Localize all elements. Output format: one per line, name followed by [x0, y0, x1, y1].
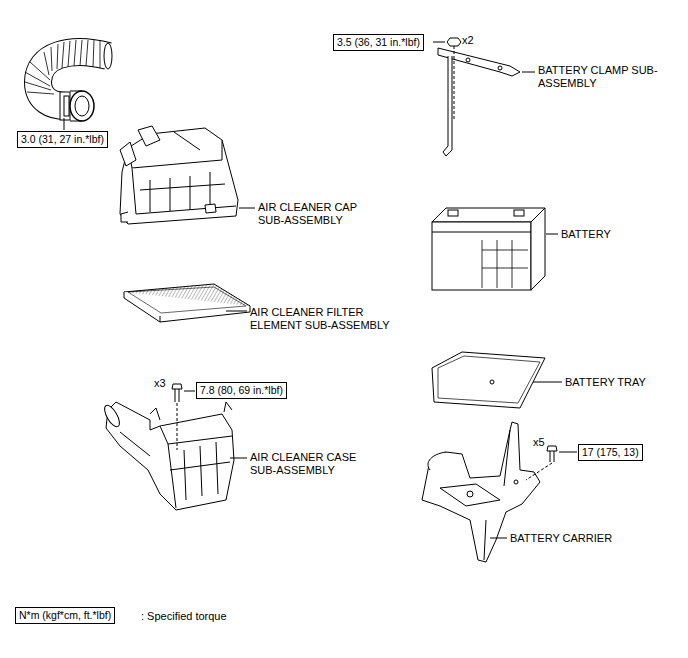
quantity-label: x2: [462, 34, 474, 47]
part-name: BATTERY CARRIER: [510, 532, 612, 545]
part-name: BATTERY: [561, 228, 611, 241]
part-name: AIR CLEANER FILTER ELEMENT SUB-ASSEMBLY: [250, 306, 410, 332]
filter-element: [124, 284, 250, 322]
part-name: BATTERY CLAMP SUB-ASSEMBLY: [538, 64, 658, 90]
torque-box: 3.0 (31, 27 in.*lbf): [17, 131, 108, 148]
intake-hose: [25, 40, 112, 121]
leader-line: [184, 391, 195, 392]
bolt: [526, 446, 557, 480]
battery-clamp: [438, 48, 520, 156]
air-cleaner-cap: [120, 126, 238, 224]
leader-line: [559, 452, 577, 453]
leader-line: [490, 538, 507, 539]
leader-line: [533, 382, 562, 383]
nut: [447, 38, 461, 120]
torque-box: 3.5 (36, 31 in.*lbf): [333, 34, 424, 51]
torque-value: 7.8 (80, 69 in.*lbf): [200, 384, 283, 397]
part-name: AIR CLEANER CASE SUB-ASSEMBLY: [250, 451, 382, 477]
part-name: BATTERY TRAY: [565, 376, 646, 389]
torque-box: 7.8 (80, 69 in.*lbf): [196, 382, 287, 399]
quantity-label: x3: [154, 377, 166, 390]
battery-tray: [432, 352, 545, 408]
torque-value: 17 (175, 13): [582, 446, 639, 459]
quantity-label: x5: [533, 436, 545, 449]
air-cleaner-case: [102, 402, 234, 510]
leader-line: [226, 311, 247, 312]
legend-text: : Specified torque: [141, 610, 227, 623]
leader-line: [546, 234, 558, 235]
leader-line: [433, 42, 445, 43]
torque-box: N*m (kgf*cm, ft.*lbf): [15, 607, 115, 624]
torque-value: N*m (kgf*cm, ft.*lbf): [19, 609, 111, 622]
leader-line: [239, 208, 255, 209]
torque-value: 3.0 (31, 27 in.*lbf): [21, 133, 104, 146]
torque-box: 17 (175, 13): [578, 444, 643, 461]
torque-value: 3.5 (36, 31 in.*lbf): [337, 36, 420, 49]
leader-line: [522, 72, 535, 73]
leader-line: [64, 118, 65, 130]
bolt: [172, 384, 182, 450]
part-name: AIR CLEANER CAP SUB-ASSEMBLY: [258, 201, 378, 227]
leader-line: [230, 458, 247, 459]
battery: [432, 208, 545, 290]
